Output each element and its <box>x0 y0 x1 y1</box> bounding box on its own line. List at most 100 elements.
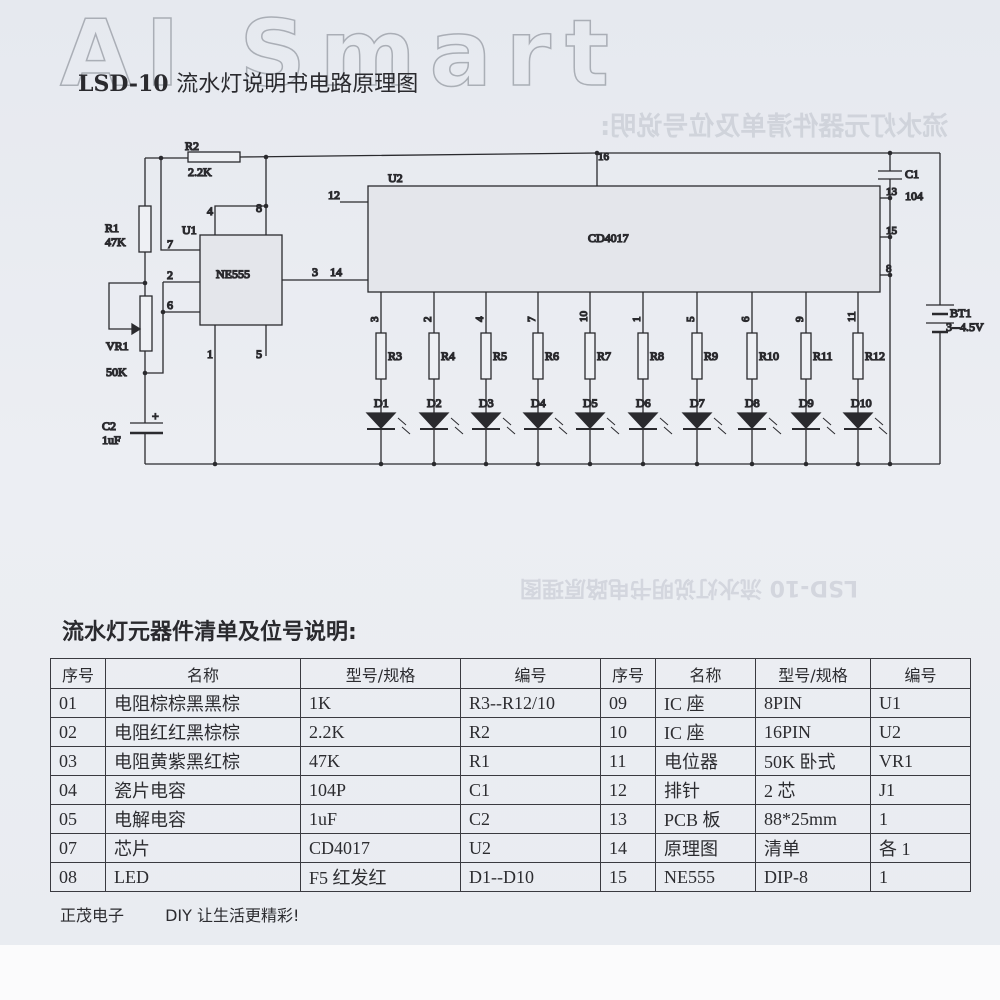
table-cell: 09 <box>600 688 656 718</box>
led-diode-icon <box>365 412 397 429</box>
table-cell: 10 <box>600 717 656 747</box>
table-cell: 排针 <box>655 775 756 805</box>
led-label: D6 <box>636 396 651 410</box>
table-cell: 12 <box>600 775 656 805</box>
resistor <box>428 332 440 380</box>
light-arrow-icon <box>717 426 727 435</box>
table-cell: 电阻红红黑棕棕 <box>105 717 301 747</box>
light-arrow-icon <box>874 417 884 426</box>
vr1-value: 50K <box>106 365 127 379</box>
led-label: D5 <box>583 396 598 410</box>
led-diode-icon <box>470 412 502 429</box>
table-cell: DIP-8 <box>755 862 871 892</box>
page-margin <box>0 945 1000 1000</box>
table-cell: 1uF <box>300 804 461 834</box>
c2-polarity: + <box>152 409 159 423</box>
table-cell: 11 <box>600 746 656 776</box>
led-label: D10 <box>851 396 872 410</box>
light-arrow-icon <box>610 426 620 435</box>
table-cell: LED <box>105 862 301 892</box>
led-label: D1 <box>374 396 389 410</box>
company-name: 正茂电子 <box>60 906 125 925</box>
table-cell: R2 <box>460 717 601 747</box>
svg-text:6: 6 <box>740 316 752 322</box>
light-arrow-icon <box>713 417 723 426</box>
svg-text:3: 3 <box>312 265 318 279</box>
svg-text:14: 14 <box>330 265 342 279</box>
bom-title: 流水灯元器件清单及位号说明: <box>62 620 357 645</box>
svg-text:1: 1 <box>631 317 643 323</box>
table-cell: 芯片 <box>105 833 301 863</box>
resistor <box>691 332 703 380</box>
junction-dots <box>142 150 893 467</box>
svg-text:8: 8 <box>886 263 892 275</box>
light-arrow-icon <box>397 417 407 426</box>
light-arrow-icon <box>663 426 673 435</box>
led-label: D4 <box>531 396 546 410</box>
svg-text:3: 3 <box>369 316 381 322</box>
column-header: 名称 <box>655 658 756 689</box>
column-header: 序号 <box>600 658 656 689</box>
light-arrow-icon <box>454 426 464 435</box>
circuit-schematic: 3R3D12R4D24R5D37R6D410R7D51R8D65R9D76R10… <box>101 138 985 467</box>
table-header-row: 序号名称型号/规格编号序号名称型号/规格编号 <box>50 658 971 689</box>
led-diode-icon <box>842 412 874 429</box>
light-arrow-icon <box>768 417 778 426</box>
u1-part: NE555 <box>216 267 250 281</box>
led-diode-icon <box>627 412 659 429</box>
table-cell: IC 座 <box>655 717 756 747</box>
svg-text:16: 16 <box>598 151 610 163</box>
table-cell: J1 <box>870 775 971 805</box>
svg-text:8: 8 <box>256 201 262 215</box>
svg-text:13: 13 <box>886 186 898 198</box>
resistor-label: R4 <box>441 349 455 363</box>
led-outputs: 3R3D12R4D24R5D37R6D410R7D51R8D65R9D76R10… <box>365 292 888 467</box>
resistor <box>852 332 864 380</box>
table-cell: 各 1 <box>870 833 971 863</box>
table-cell: 104P <box>300 775 461 805</box>
light-arrow-icon <box>822 417 832 426</box>
resistor <box>375 332 387 380</box>
resistor-label: R7 <box>597 349 611 363</box>
led-label: D7 <box>690 396 705 410</box>
light-arrow-icon <box>826 426 836 435</box>
footer: 正茂电子 DIY 让生活更精彩! <box>60 902 335 926</box>
light-arrow-icon <box>878 426 888 435</box>
light-arrow-icon <box>450 417 460 426</box>
ic-u1-ne555 <box>199 234 283 326</box>
svg-text:4: 4 <box>207 204 213 218</box>
table-cell: 13 <box>600 804 656 834</box>
u2-part: CD4017 <box>588 231 629 245</box>
resistor-label: R11 <box>813 349 833 363</box>
svg-text:5: 5 <box>256 347 262 361</box>
table-cell: U1 <box>870 688 971 718</box>
table-cell: VR1 <box>870 746 971 776</box>
light-arrow-icon <box>606 417 616 426</box>
resistor-label: R6 <box>545 349 559 363</box>
column-header: 型号/规格 <box>300 658 461 689</box>
table-cell: C1 <box>460 775 601 805</box>
svg-text:9: 9 <box>794 316 806 322</box>
svg-text:7: 7 <box>526 316 538 322</box>
table-cell: F5 红发红 <box>300 862 461 892</box>
led-diode-icon <box>681 412 713 429</box>
r2-label: R2 <box>185 139 199 153</box>
schematic-title-text: 流水灯说明书电路原理图 <box>176 72 419 97</box>
light-arrow-icon <box>401 426 411 435</box>
potentiometer-vr1 <box>139 295 153 352</box>
svg-text:6: 6 <box>167 298 173 312</box>
resistor-r1 <box>138 205 152 253</box>
resistor-label: R12 <box>865 349 885 363</box>
table-cell: NE555 <box>655 862 756 892</box>
table-cell: 88*25mm <box>755 804 871 834</box>
table-cell: 1K <box>300 688 461 718</box>
watermark-logo: AI Smart <box>59 0 624 108</box>
